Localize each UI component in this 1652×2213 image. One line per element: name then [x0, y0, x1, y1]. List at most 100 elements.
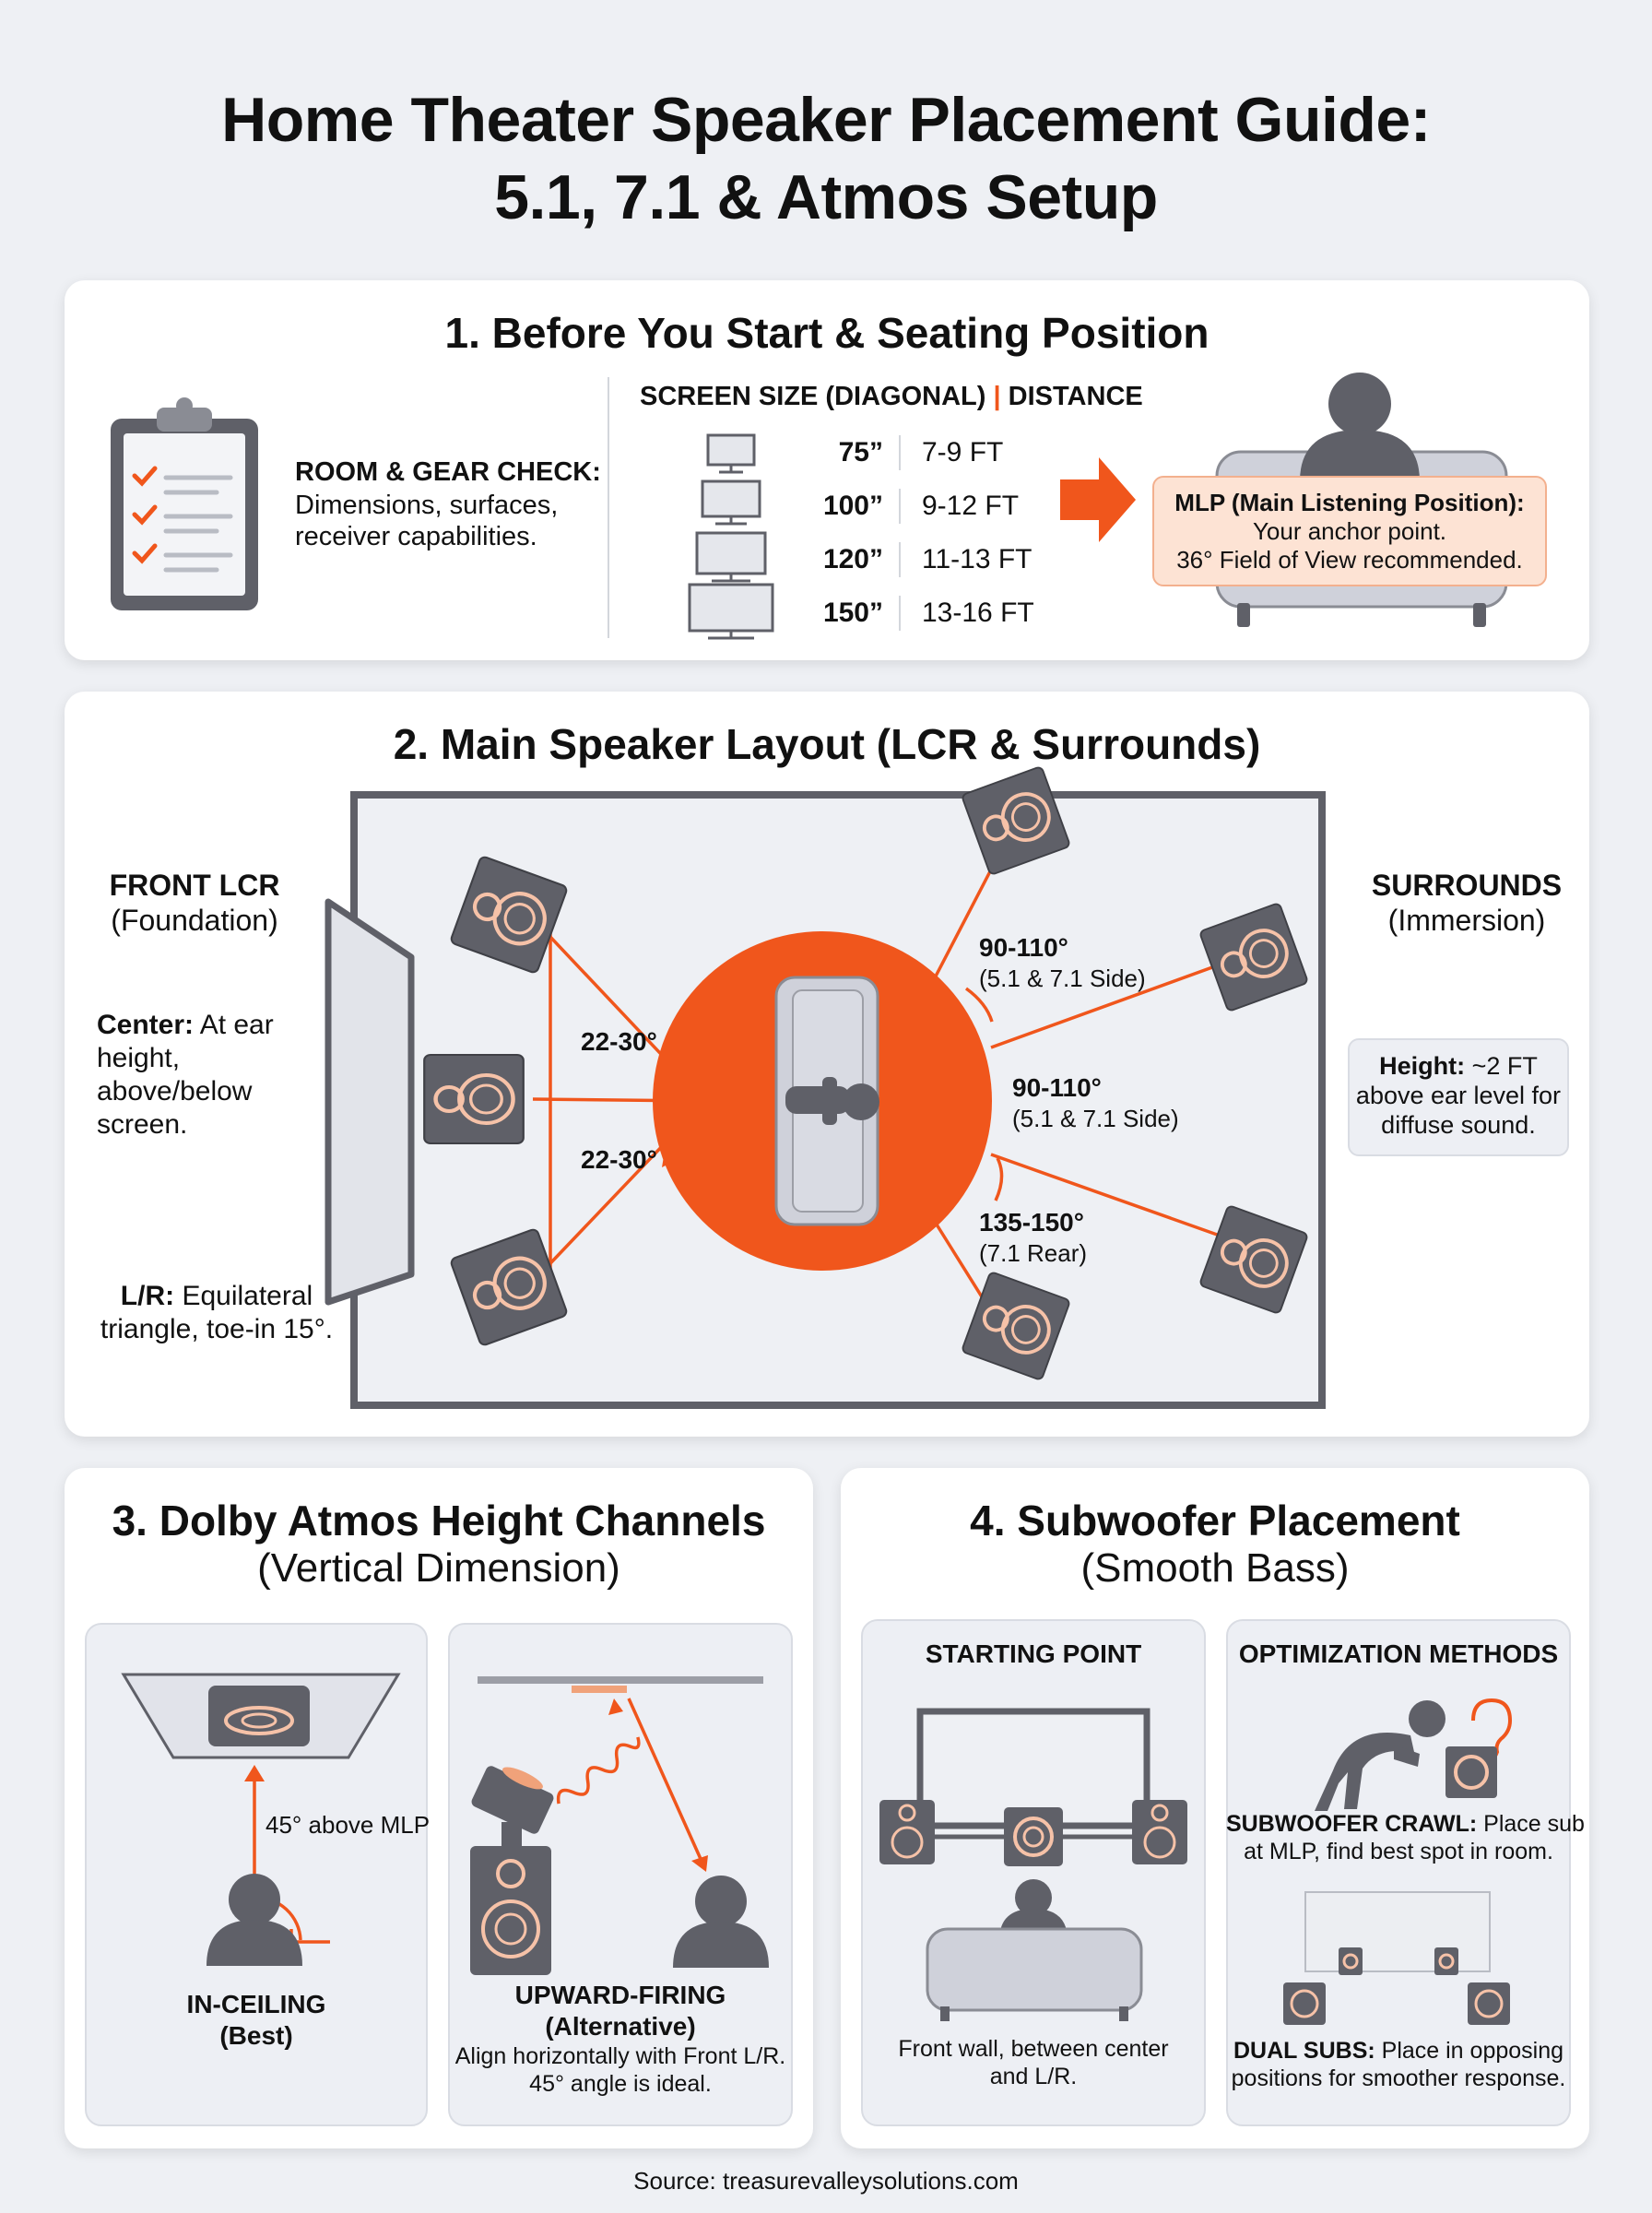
- side-top-note: (5.1 & 7.1 Side): [979, 964, 1146, 992]
- arrow-right-icon: [1060, 457, 1136, 542]
- starting-text-1: Front wall, between center: [898, 2036, 1169, 2062]
- center-text-4: screen.: [97, 1109, 188, 1140]
- front-right-speaker-icon: [1132, 1800, 1187, 1864]
- crawl-text-1: Place sub: [1477, 1811, 1585, 1837]
- speaker-front-left: [447, 853, 570, 976]
- top-view-sofa-icon: [774, 976, 879, 1226]
- in-ceiling-title-1: IN-CEILING: [186, 1990, 326, 2018]
- mlp-callout: MLP (Main Listening Position): Your anch…: [1152, 476, 1547, 586]
- table-header: SCREEN SIZE (DIAGONAL) | DISTANCE: [640, 382, 1143, 412]
- lr-label: L/R:: [120, 1281, 175, 1311]
- title-line-2: 5.1, 7.1 & Atmos Setup: [494, 162, 1158, 232]
- center-note: Center: At ear height, above/below scree…: [97, 1009, 309, 1142]
- distance-120: 11-13 FT: [922, 544, 1032, 574]
- table-header-size: SCREEN SIZE (DIAGONAL): [640, 382, 986, 411]
- subwoofer-graphics: [879, 1698, 1513, 2025]
- side-mid-angle: 90-110°: [1012, 1073, 1102, 1102]
- dual-sub-speakers: [1283, 1947, 1510, 2025]
- angle-label: 45° above MLP: [266, 1811, 431, 1839]
- front-lcr-sub: (Foundation): [111, 904, 278, 937]
- side-top-angle: 90-110°: [979, 933, 1068, 962]
- upward-title-2: (Alternative): [545, 2012, 696, 2041]
- section-atmos-card: 3. Dolby Atmos Height Channels (Vertical…: [65, 1468, 813, 2148]
- optimization-title: OPTIMIZATION METHODS: [1238, 1639, 1559, 1668]
- rear-note: (7.1 Rear): [979, 1239, 1088, 1267]
- title-line-1: Home Theater Speaker Placement Guide:: [221, 85, 1431, 155]
- size-150: 150”: [822, 598, 883, 628]
- center-text-2: height,: [97, 1043, 181, 1073]
- tv-icon-150: [688, 583, 774, 640]
- table-header-separator: |: [993, 382, 1001, 411]
- height-note-box: Height: ~2 FT above ear level for diffus…: [1348, 1038, 1569, 1156]
- page-title: Home Theater Speaker Placement Guide: 5.…: [0, 81, 1652, 236]
- crawl-text-2: at MLP, find best spot in room.: [1244, 1839, 1553, 1864]
- mlp-title: MLP (Main Listening Position):: [1174, 489, 1525, 516]
- surrounds-title: SURROUNDS: [1371, 869, 1563, 902]
- crawling-person-icon: [1315, 1700, 1446, 1811]
- tv-icon-120: [695, 531, 767, 583]
- section-3-sub: (Vertical Dimension): [257, 1545, 620, 1591]
- panel-optimization: [1226, 1619, 1571, 2126]
- height-label: Height:: [1379, 1052, 1466, 1080]
- section-2-heading: 2. Main Speaker Layout (LCR & Surrounds): [393, 720, 1261, 768]
- sound-wave: [556, 1736, 641, 1805]
- angle-lower: 22-30°: [581, 1145, 657, 1174]
- speaker-front-right: [447, 1225, 570, 1348]
- upward-text-2: 45° angle is ideal.: [529, 2071, 712, 2097]
- mlp-line-1: Your anchor point.: [1252, 517, 1447, 545]
- distance-100: 9-12 FT: [922, 491, 1020, 521]
- distance-150: 13-16 FT: [922, 598, 1034, 628]
- lr-note: L/R: Equilateral triangle, toe-in 15°.: [83, 1280, 350, 1346]
- listener-icon: [206, 1874, 302, 1966]
- floor-speaker-icon: [470, 1766, 554, 1975]
- center-text-1: At ear: [194, 1010, 274, 1040]
- section-seating-card: 1. Before You Start & Seating Position: [65, 280, 1589, 660]
- distance-75: 7-9 FT: [922, 437, 1004, 467]
- tv-icon-75: [706, 433, 756, 474]
- section-3-heading: 3. Dolby Atmos Height Channels: [112, 1497, 766, 1544]
- height-text-1: ~2 FT: [1465, 1052, 1538, 1080]
- size-120: 120”: [822, 544, 883, 574]
- surrounds-sub: (Immersion): [1387, 904, 1546, 937]
- dual-line-1: DUAL SUBS: Place in opposing: [1226, 2038, 1571, 2065]
- speaker-center: [422, 1053, 525, 1145]
- lr-text-1: Equilateral: [174, 1281, 313, 1311]
- speaker-side-top: [959, 763, 1072, 877]
- section-4-heading: 4. Subwoofer Placement: [970, 1497, 1460, 1544]
- dual-label: DUAL SUBS:: [1233, 2038, 1375, 2064]
- screen-outline: [916, 1708, 1150, 1829]
- upward-text-1: Align horizontally with Front L/R.: [454, 2043, 786, 2069]
- gear-check-text-2: receiver capabilities.: [295, 522, 537, 551]
- tv-icon-100: [701, 479, 761, 526]
- size-100: 100”: [822, 491, 883, 521]
- height-text-2: above ear level for: [1355, 1082, 1562, 1109]
- crawl-label: SUBWOOFER CRAWL:: [1226, 1811, 1478, 1837]
- speaker-rear-bottom: [959, 1269, 1072, 1382]
- panel-starting-point: [861, 1619, 1206, 2126]
- screen-icon: [324, 898, 415, 1306]
- dual-text-2: positions for smoother response.: [1231, 2065, 1566, 2091]
- couch-listener-icon: [926, 1879, 1143, 2021]
- section-main-layout-card: 2. Main Speaker Layout (LCR & Surrounds): [65, 692, 1589, 1437]
- front-left-speaker-icon: [879, 1800, 935, 1864]
- center-label: Center:: [97, 1010, 195, 1040]
- side-mid-note: (5.1 & 7.1 Side): [1012, 1105, 1179, 1132]
- section-1-heading: 1. Before You Start & Seating Position: [444, 309, 1210, 357]
- angle-upper: 22-30°: [581, 1027, 657, 1056]
- upward-title-1: UPWARD-FIRING: [514, 1981, 726, 2009]
- in-ceiling-title-2: (Best): [219, 2021, 293, 2050]
- starting-point-title: STARTING POINT: [925, 1639, 1142, 1668]
- ceiling-speaker-icon: [208, 1686, 310, 1746]
- small-subwoofer-icon: [1446, 1746, 1497, 1798]
- gear-check-title: ROOM & GEAR CHECK:: [295, 457, 601, 487]
- size-75: 75”: [838, 437, 883, 467]
- source-credit: Source: treasurevalleysolutions.com: [633, 2167, 1019, 2195]
- subwoofer-icon: [1004, 1807, 1063, 1866]
- table-header-distance: DISTANCE: [1008, 382, 1143, 411]
- height-line-1: Height: ~2 FT: [1350, 1051, 1567, 1081]
- dual-screen: [1304, 1891, 1491, 1972]
- rear-angle: 135-150°: [979, 1208, 1084, 1237]
- height-text-3: diffuse sound.: [1381, 1111, 1536, 1139]
- listener-icon-2: [673, 1876, 769, 1968]
- crawl-line-1: SUBWOOFER CRAWL: Place sub: [1226, 1811, 1585, 1838]
